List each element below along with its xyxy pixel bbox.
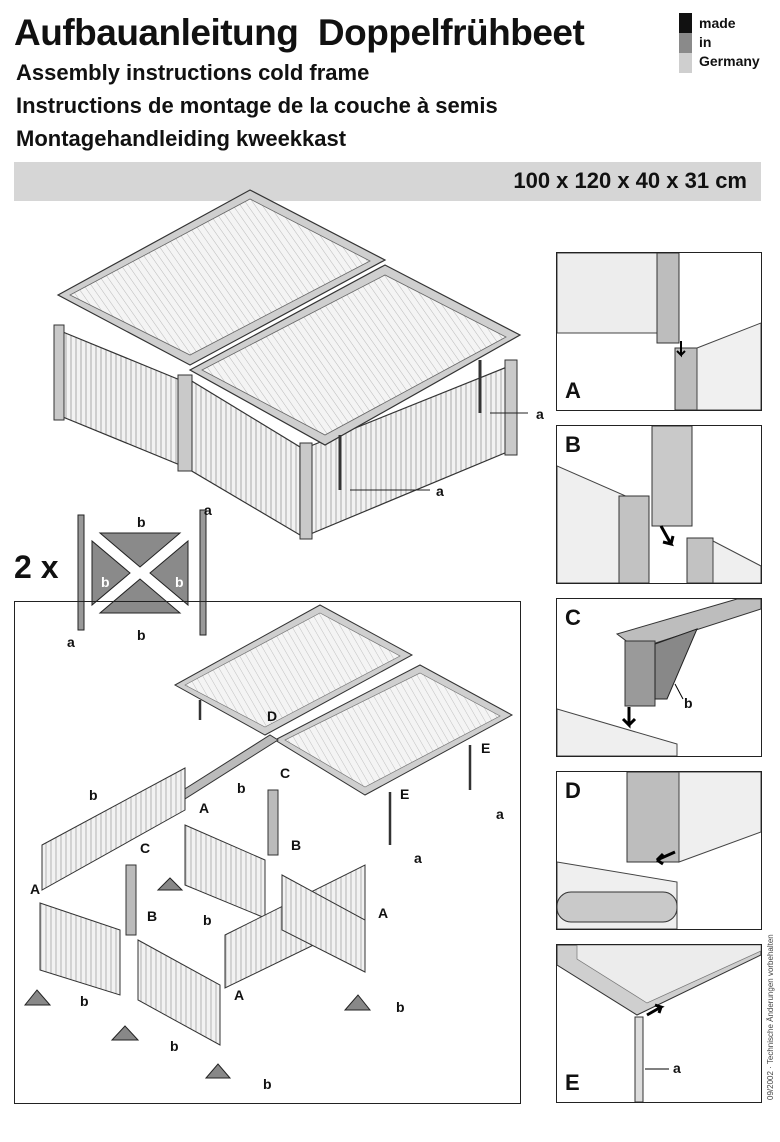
corner-brackets-set-illustration bbox=[77, 509, 207, 636]
exploded-label-a-1: a bbox=[496, 806, 504, 822]
badge-line-2: in bbox=[699, 34, 712, 50]
exploded-label-A-3: A bbox=[378, 905, 389, 921]
exploded-label-b-7: b bbox=[263, 1076, 272, 1092]
exploded-label-B-2: B bbox=[147, 908, 158, 924]
detail-panel-c-letter: C bbox=[565, 605, 581, 630]
detail-panel-e-callout: a bbox=[673, 1060, 681, 1076]
detail-panel-b: B bbox=[556, 425, 762, 584]
exploded-label-b-5: b bbox=[396, 999, 405, 1015]
page-title: Aufbauanleitung Doppelfrühbeet bbox=[14, 12, 585, 53]
hardware-label-b-top: b bbox=[137, 514, 146, 530]
exploded-label-E-right: E bbox=[481, 740, 491, 756]
exploded-label-b-3: b bbox=[203, 912, 212, 928]
exploded-label-A-1: A bbox=[199, 800, 210, 816]
detail-panel-d: D bbox=[556, 771, 762, 930]
detail-panel-e-letter: E bbox=[565, 1070, 580, 1095]
revision-footnote: 09/2002 · Technische Änderungen vorbehal… bbox=[766, 934, 775, 1100]
exploded-assembly-illustration bbox=[23, 604, 514, 1079]
exploded-label-A-2: A bbox=[30, 881, 41, 897]
hardware-label-b-left: b bbox=[101, 574, 110, 590]
dimensions-bar: 100 x 120 x 40 x 31 cm bbox=[14, 162, 761, 201]
detail-panel-a: A bbox=[556, 252, 762, 411]
subtitle-english: Assembly instructions cold frame bbox=[16, 60, 370, 85]
detail-panel-c-callout: b bbox=[684, 695, 693, 711]
hardware-label-a-bottom: a bbox=[67, 634, 75, 650]
exploded-label-E-left: E bbox=[400, 786, 410, 802]
subtitle-french: Instructions de montage de la couche à s… bbox=[16, 93, 498, 118]
exploded-label-b-4: b bbox=[80, 993, 89, 1009]
badge-grey-swatch bbox=[679, 33, 692, 53]
detail-panel-a-letter: A bbox=[565, 378, 581, 403]
badge-line-3: Germany bbox=[699, 53, 760, 69]
exploded-label-b-2: b bbox=[237, 780, 246, 796]
exploded-label-C-ridge: C bbox=[280, 765, 291, 781]
hardware-label-b-bottom: b bbox=[137, 627, 146, 643]
detail-panel-e: E a bbox=[556, 944, 762, 1103]
overview-label-a-right: a bbox=[536, 406, 544, 422]
detail-panel-b-letter: B bbox=[565, 432, 581, 457]
badge-black-swatch bbox=[679, 13, 692, 33]
exploded-label-b-6: b bbox=[170, 1038, 179, 1054]
detail-panel-c: C b bbox=[556, 598, 762, 757]
exploded-view-frame bbox=[14, 601, 521, 1104]
exploded-label-D: D bbox=[267, 708, 278, 724]
exploded-label-b-1: b bbox=[89, 787, 98, 803]
exploded-label-B-1: B bbox=[291, 837, 302, 853]
hardware-label-b-right: b bbox=[175, 574, 184, 590]
hardware-label-a-top: a bbox=[204, 502, 212, 518]
subtitle-dutch: Montagehandleiding kweekkast bbox=[16, 126, 347, 151]
quantity-multiplier: 2 x bbox=[14, 549, 59, 585]
assembled-cold-frame-illustration bbox=[53, 189, 528, 540]
exploded-label-A-4: A bbox=[234, 987, 245, 1003]
exploded-label-C-left: C bbox=[140, 840, 151, 856]
badge-light-swatch bbox=[679, 53, 692, 73]
badge-line-1: made bbox=[699, 15, 736, 31]
dimensions-text: 100 x 120 x 40 x 31 cm bbox=[513, 168, 747, 193]
overview-label-a-front: a bbox=[436, 483, 444, 499]
detail-panel-d-letter: D bbox=[565, 778, 581, 803]
exploded-label-a-2: a bbox=[414, 850, 422, 866]
